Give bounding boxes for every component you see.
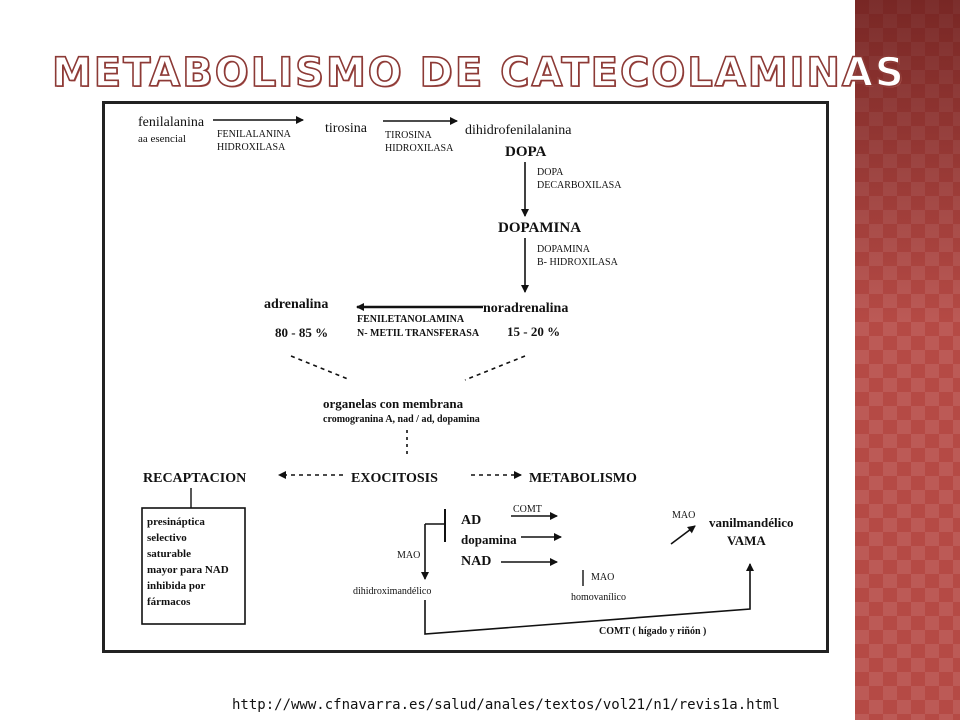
arrow-comt-higado-to-vama [424,563,754,635]
dopamina-label: DOPAMINA [498,220,581,236]
side-band-shade [855,0,960,720]
recaptacion-label: RECAPTACION [143,471,246,486]
tirosina-label: tirosina [325,121,368,136]
vanilmandelico-label: vanilmandélico [709,515,794,530]
diagram-canvas: fenilalanina aa esencial FENILALANINA HI… [138,115,794,637]
enzyme-dopamina-b-hidroxilasa-2: B- HIDROXILASA [537,257,619,268]
dopamina-metab-label: dopamina [461,532,517,547]
exocitosis-label: EXOCITOSIS [351,471,438,486]
dihidroximandelico-label: dihidroximandélico [353,586,431,597]
enzyme-dopa-decarboxilasa-1: DOPA [537,167,564,178]
comt-label: COMT [513,504,542,515]
noradrenalina-percent: 15 - 20 % [507,324,560,339]
mao-mid-label: MAO [591,572,614,583]
enzyme-fenilalanina-hidroxilasa-1: FENILALANINA [217,129,292,140]
recaptacion-item-1: presináptica [147,516,205,528]
catecholamine-metabolism-diagram: fenilalanina aa esencial FENILALANINA HI… [102,101,829,653]
enzyme-dopa-decarboxilasa-2: DECARBOXILASA [537,180,622,191]
organelas-contents: cromogranina A, nad / ad, dopamina [323,414,480,425]
dashed-noradrenalina-organelas [464,355,526,381]
organelas-label: organelas con membrana [323,396,464,411]
mao-left-label: MAO [397,550,420,561]
dihidrofenilalanina-label: dihidrofenilalanina [465,123,572,138]
vama-label: VAMA [727,533,766,548]
slide-title: METABOLISMO DE CATECOLAMINAS [51,49,906,97]
recaptacion-item-4: mayor para NAD [147,564,229,576]
enzyme-dopamina-b-hidroxilasa-1: DOPAMINA [537,244,591,255]
enzyme-pnmt-2: N- METIL TRANSFERASA [357,328,480,339]
fenilalanina-label: fenilalanina [138,115,205,130]
comt-higado-rinon-label: COMT ( hígado y riñón ) [599,626,706,637]
recaptacion-item-5: inhibida por [147,580,206,592]
arrow-mao-vanilmandelico [670,525,696,545]
homovanilico-label: homovanílico [571,592,626,603]
adrenalina-percent: 80 - 85 % [275,325,328,340]
adrenalina-label: adrenalina [264,297,328,312]
nad-label: NAD [461,554,491,569]
noradrenalina-label: noradrenalina [483,301,568,316]
recaptacion-properties-box [141,507,246,625]
mao-top-label: MAO [672,510,695,521]
metabolismo-label: METABOLISMO [529,471,637,486]
enzyme-tirosina-hidroxilasa-1: TIROSINA [385,130,432,141]
dopa-label: DOPA [505,144,547,160]
enzyme-tirosina-hidroxilasa-2: HIDROXILASA [385,143,454,154]
ad-label: AD [461,513,481,528]
enzyme-fenilalanina-hidroxilasa-2: HIDROXILASA [217,142,286,153]
aa-esencial-label: aa esencial [138,133,186,145]
recaptacion-item-2: selectivo [147,532,187,544]
source-url: http://www.cfnavarra.es/salud/anales/tex… [232,697,780,713]
recaptacion-item-3: saturable [147,548,191,560]
dashed-adrenalina-organelas [290,355,349,380]
recaptacion-item-6: fármacos [147,596,191,608]
enzyme-pnmt-1: FENILETANOLAMINA [357,314,465,325]
